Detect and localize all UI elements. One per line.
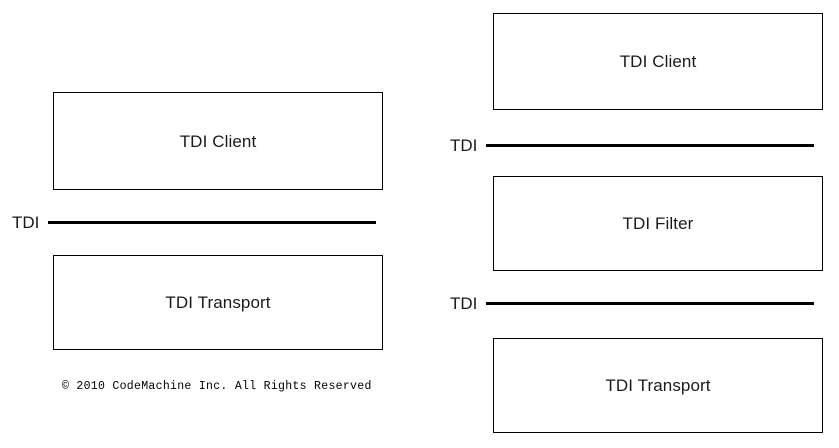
node-label: TDI Client <box>179 131 257 151</box>
node-label: TDI Client <box>619 52 697 71</box>
interface-line <box>486 301 815 305</box>
interface-tdi-lower: TDI <box>450 292 815 314</box>
interface-line <box>48 220 377 224</box>
node-tdi-client: TDI Client <box>53 92 383 190</box>
interface-label: TDI <box>450 135 478 155</box>
node-tdi-client: TDI Client <box>493 13 823 110</box>
copyright-notice: © 2010 CodeMachine Inc. All Rights Reser… <box>62 380 372 393</box>
interface-tdi: TDI <box>12 211 377 233</box>
diagram-tdi-without-filter: TDI Client TDI TDI Transport © 2010 Code… <box>12 92 383 393</box>
node-tdi-transport: TDI Transport <box>53 255 383 350</box>
interface-label: TDI <box>12 212 40 232</box>
interface-line <box>486 143 815 147</box>
node-tdi-transport: TDI Transport <box>493 338 823 433</box>
node-label: TDI Transport <box>605 376 711 395</box>
node-label: TDI Filter <box>622 214 694 233</box>
interface-label: TDI <box>450 293 478 313</box>
node-label: TDI Transport <box>165 293 271 312</box>
node-tdi-filter: TDI Filter <box>493 176 823 271</box>
interface-tdi-upper: TDI <box>450 134 815 156</box>
diagram-tdi-with-filter: TDI Client TDI TDI Filter TDI TDI Transp… <box>420 0 839 448</box>
